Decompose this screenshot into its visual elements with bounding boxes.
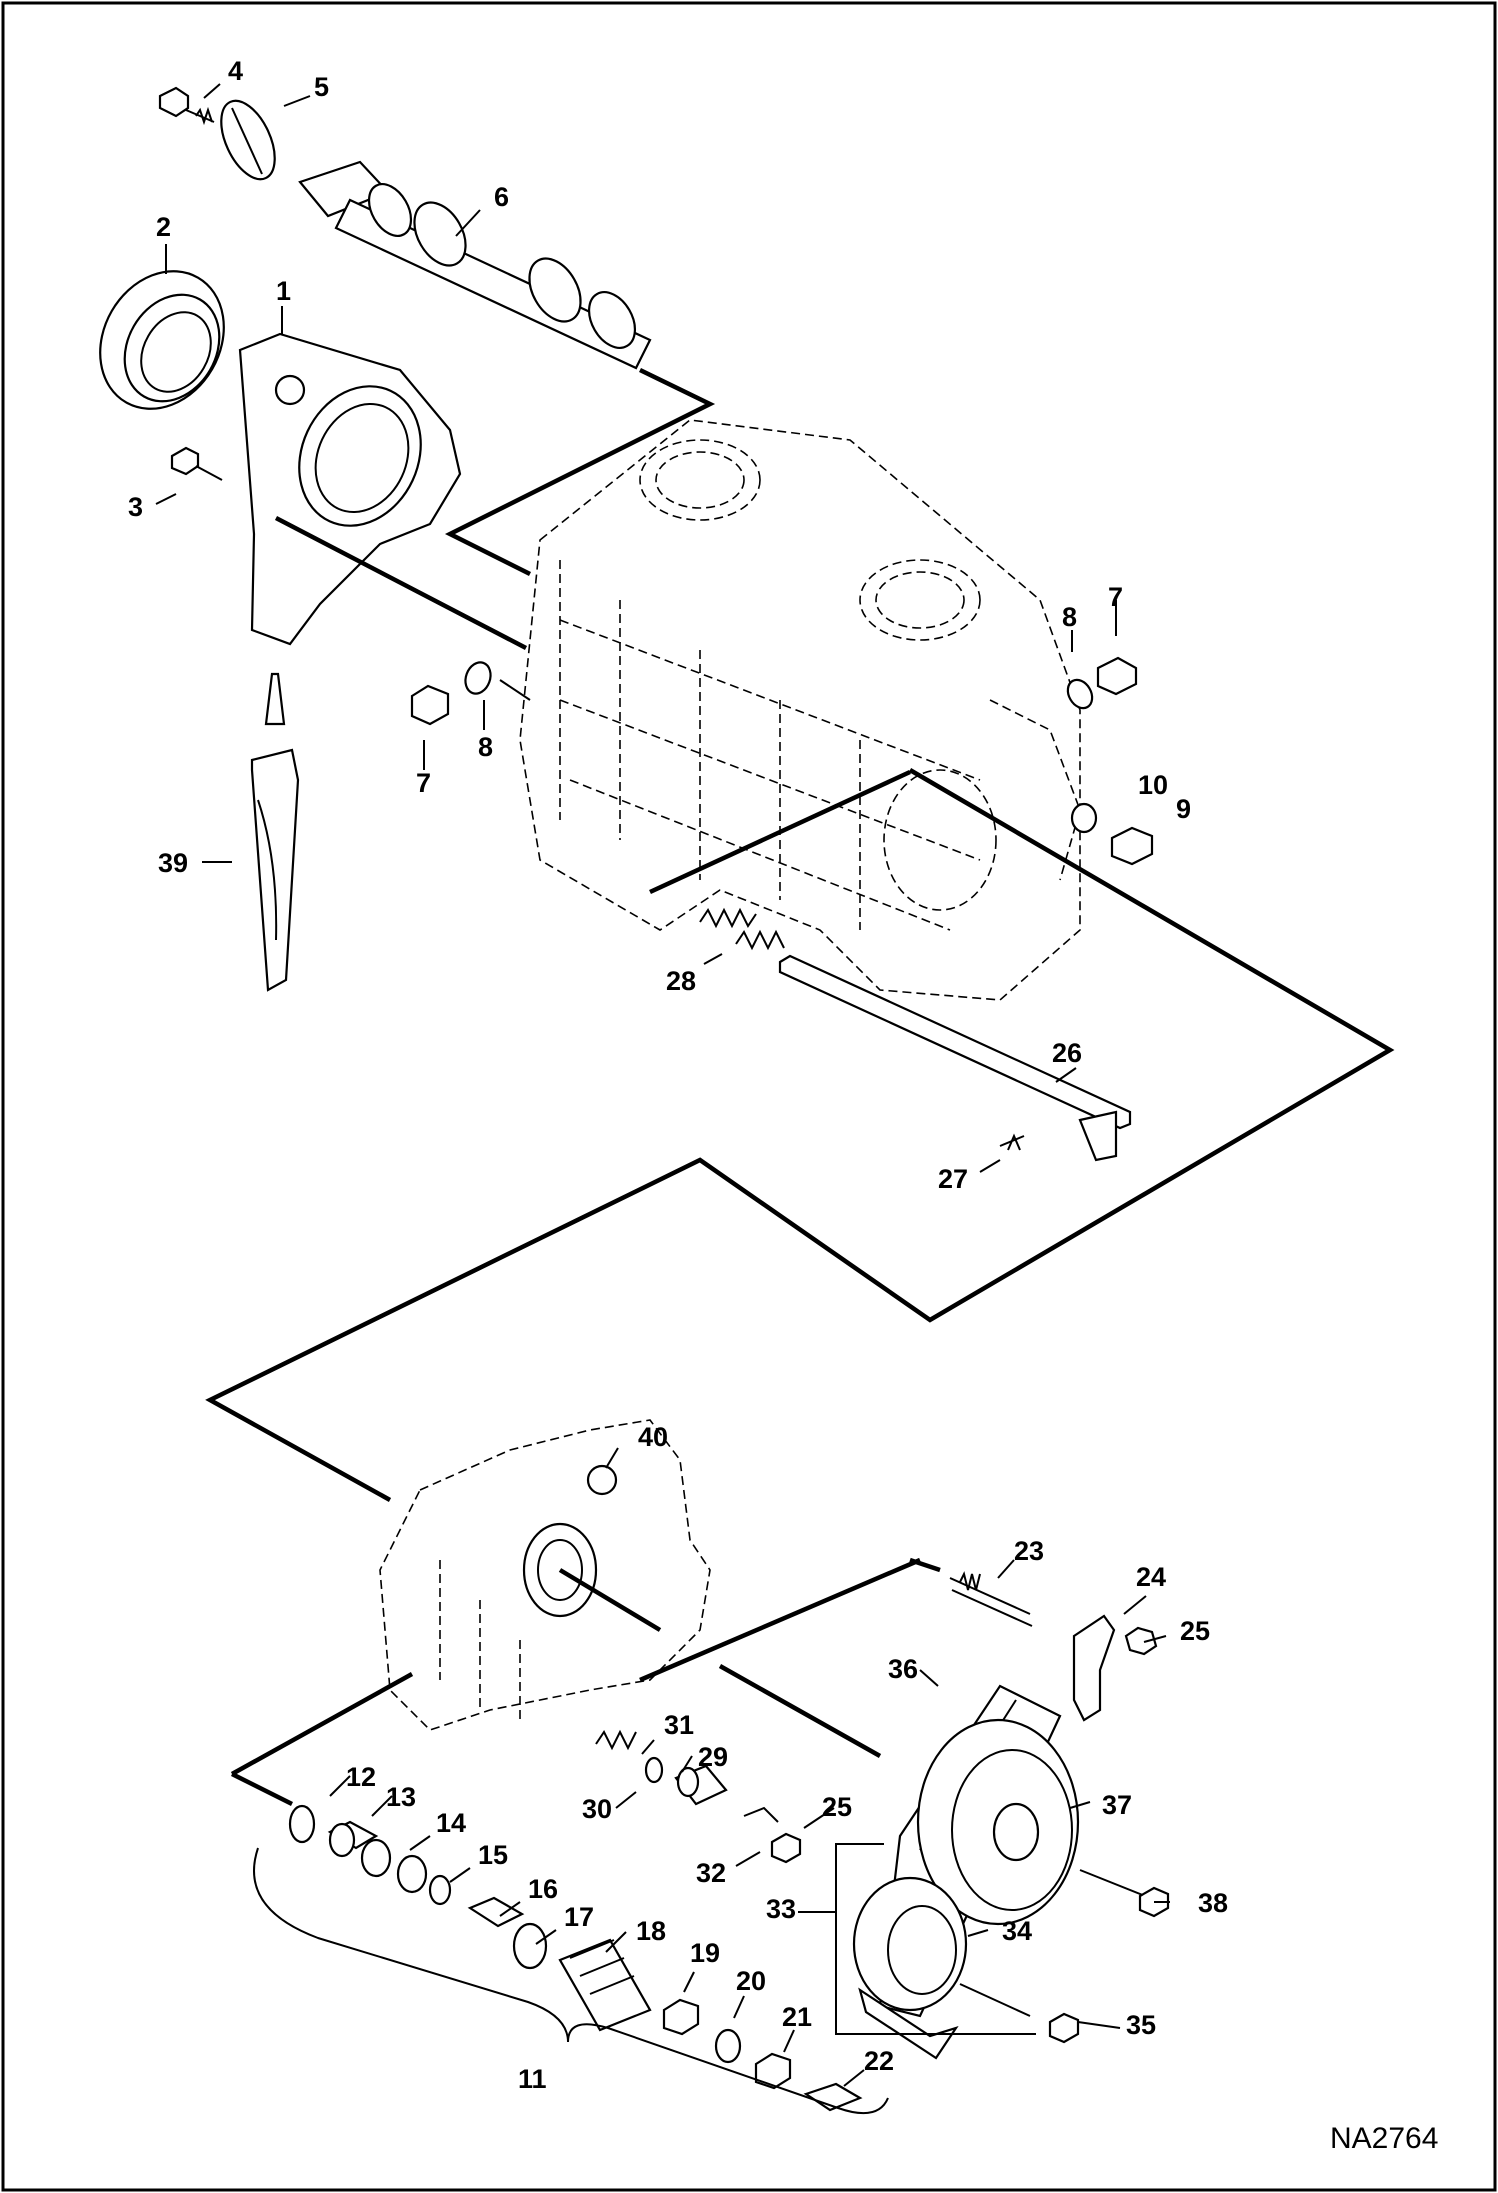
label-32: 32 [696, 1858, 726, 1888]
ring-part-12 [288, 1804, 316, 1844]
label-6: 6 [494, 182, 509, 212]
label-2: 2 [156, 212, 171, 242]
washer-part-8-right [1066, 678, 1094, 710]
seal-part-14 [360, 1838, 428, 1894]
label-34: 34 [1002, 1916, 1032, 1946]
drawing-code: NA2764 [1330, 2122, 1438, 2155]
label-22: 22 [864, 2046, 894, 2076]
plug-part-7-right [1096, 656, 1138, 696]
nut-part-21 [754, 2052, 792, 2090]
bolt-part-35 [959, 1983, 1080, 2044]
nut-part-25-upper [1124, 1626, 1158, 1656]
ring-part-15 [428, 1874, 452, 1906]
screw-part-22 [803, 2082, 863, 2112]
label-24: 24 [1136, 1562, 1166, 1592]
connector-lines [205, 367, 1395, 1807]
label-10: 10 [1138, 770, 1168, 800]
label-25-lower: 25 [822, 1792, 852, 1822]
valve-part-16 [467, 1896, 525, 1928]
label-16: 16 [528, 1874, 558, 1904]
stud-part-23 [949, 1571, 1033, 1627]
label-8-right: 8 [1062, 602, 1077, 632]
label-38: 38 [1198, 1888, 1228, 1918]
rod-part-26 [778, 954, 1132, 1162]
label-1: 1 [276, 276, 291, 306]
pin-part-32 [743, 1806, 779, 1823]
plate-part-5 [220, 99, 276, 181]
label-25-upper: 25 [1180, 1616, 1210, 1646]
spring-part-31 [595, 1729, 637, 1751]
label-4: 4 [228, 56, 243, 86]
washer-part-30 [644, 1756, 664, 1784]
label-39: 39 [158, 848, 188, 878]
group-bracket-33 [835, 1843, 1036, 2035]
label-17: 17 [564, 1902, 594, 1932]
nut-part-25-lower [770, 1832, 802, 1864]
label-36: 36 [888, 1654, 918, 1684]
label-21: 21 [782, 2002, 812, 2032]
label-26: 26 [1052, 1038, 1082, 1068]
engine-block [519, 419, 1081, 1001]
leader-lines [155, 83, 1170, 2087]
pin-part-27 [999, 1133, 1025, 1151]
ring-part-17 [512, 1922, 548, 1970]
label-35: 35 [1126, 2010, 1156, 2040]
spring-part-28 [699, 907, 785, 951]
valve-part-29 [674, 1764, 728, 1806]
label-28: 28 [666, 966, 696, 996]
label-14: 14 [436, 1808, 466, 1838]
label-18: 18 [636, 1916, 666, 1946]
label-11: 11 [518, 2064, 547, 2094]
label-3: 3 [128, 492, 143, 522]
bolt-part-38 [1079, 1869, 1170, 1918]
label-37: 37 [1102, 1790, 1132, 1820]
bracket-part-24 [1072, 1614, 1116, 1722]
label-7-right: 7 [1108, 582, 1123, 612]
washer-part-20 [714, 2028, 742, 2064]
tensioner-part-34 [852, 1876, 968, 2060]
label-5: 5 [314, 72, 329, 102]
housing-part-1 [238, 332, 462, 646]
label-15: 15 [478, 1840, 508, 1870]
label-33: 33 [766, 1894, 796, 1924]
seal-part-2 [99, 270, 225, 410]
camshaft-part-6 [298, 160, 652, 370]
bolt-part-4 [158, 86, 215, 126]
label-27: 27 [938, 1164, 968, 1194]
label-19: 19 [690, 1938, 720, 1968]
spring-part-18 [558, 1938, 652, 2032]
label-29: 29 [698, 1742, 728, 1772]
washer-part-8-left [464, 661, 492, 695]
pulley-part-37 [916, 1718, 1080, 1926]
label-40: 40 [638, 1422, 668, 1452]
label-8-left: 8 [478, 732, 493, 762]
label-13: 13 [386, 1782, 416, 1812]
label-20: 20 [736, 1966, 766, 1996]
sealant-tube-part-39 [250, 672, 300, 992]
label-7-left: 7 [416, 768, 431, 798]
plug-part-7-left [410, 684, 450, 726]
group-brace-11 [253, 1847, 889, 2115]
label-23: 23 [1014, 1536, 1044, 1566]
label-12: 12 [346, 1762, 376, 1792]
bolt-part-3 [170, 446, 223, 481]
nut-part-19 [662, 1998, 700, 2036]
sleeve-part-13 [327, 1820, 379, 1858]
label-30: 30 [582, 1794, 612, 1824]
washer-part-10 [1070, 802, 1098, 834]
label-9: 9 [1176, 794, 1191, 824]
plug-part-9 [1110, 826, 1154, 866]
gear-case-part-40 [379, 1419, 711, 1731]
label-31: 31 [664, 1710, 694, 1740]
